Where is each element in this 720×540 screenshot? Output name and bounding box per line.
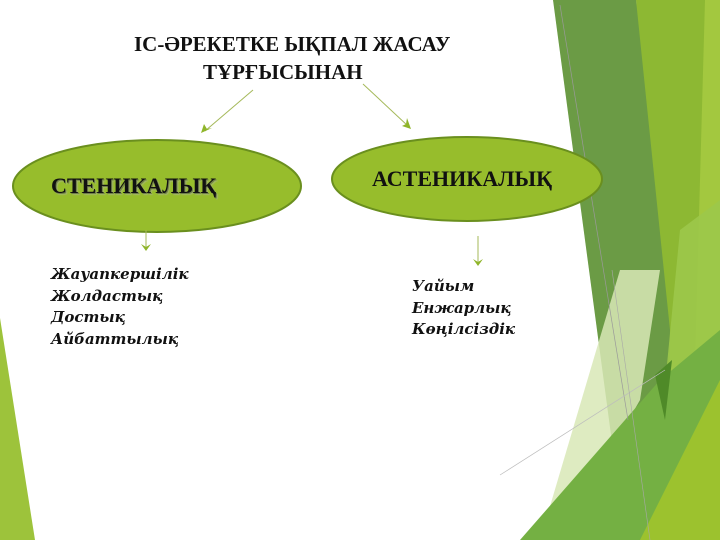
list-item: Енжарлық [412,298,511,317]
arrowhead-left-icon [201,124,212,133]
arrow-to-stenic [204,89,254,132]
thin-line-3 [611,269,651,540]
bottom-pale-band [540,270,660,540]
dark-sliver [655,360,672,420]
astenic-traits-list: Уайым Енжарлық Көңілсіздік [412,276,515,341]
ellipse-astenic [331,136,603,222]
list-item: Жолдастық [51,286,163,305]
list-item: Айбаттылық [51,329,179,348]
title-line-1: ІС-ӘРЕКЕТКЕ ЫҚПАЛ ЖАСАУ [134,32,451,56]
list-item: Достық [51,308,126,326]
title-line-2: ТҰРҒЫСЫНАН [203,60,363,84]
thin-line-2 [499,369,666,476]
node-label-stenic: СТЕНИКАЛЫҚ [51,173,217,198]
list-item: Көңілсіздік [412,320,516,338]
node-label-astenic: АСТЕНИКАЛЫҚ [372,166,553,191]
list-item: Жауапкершілік [51,265,189,283]
arrowhead-right-icon [402,118,411,129]
left-green-triangle [0,318,35,540]
arrowhead-astenic-down-icon [473,259,483,266]
stenic-traits-list: Жауапкершілік Жолдастық Достық Айбаттылы… [51,264,189,350]
arrow-to-astenic [362,83,409,127]
thin-line-1 [559,4,629,421]
arrowhead-stenic-down-icon [141,244,151,251]
ellipse-stenic [12,139,302,233]
bottom-lime-wedge [640,380,720,540]
list-item: Уайым [412,277,475,295]
